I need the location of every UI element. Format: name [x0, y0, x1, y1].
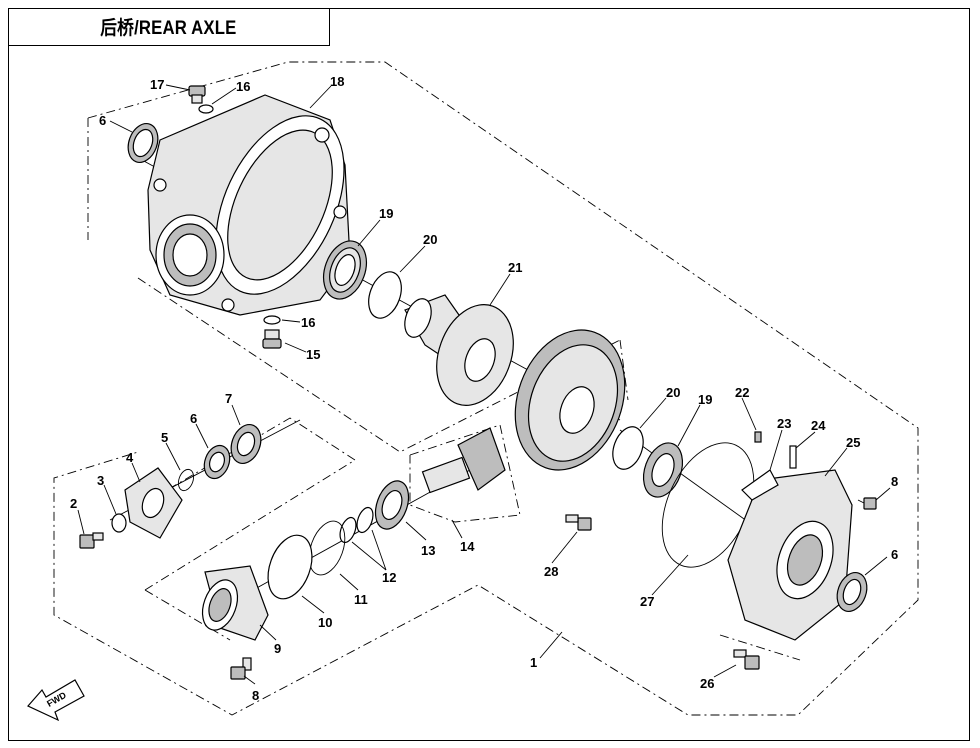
- shim-part-12-a: [356, 506, 374, 534]
- callout-2: 2: [70, 496, 77, 511]
- callout-20-right: 20: [666, 385, 680, 400]
- fwd-arrow-icon: FWD: [27, 679, 85, 722]
- washer-part-16-bottom: [263, 315, 281, 325]
- bearing-part-19-top: [322, 240, 368, 300]
- bracket-part-23: [741, 469, 779, 501]
- callout-12: 12: [382, 570, 396, 585]
- callout-21: 21: [508, 260, 522, 275]
- oil-seal-part-6-top: [127, 123, 159, 163]
- pin-part-22: [754, 431, 762, 443]
- callout-14: 14: [460, 539, 475, 554]
- callout-5: 5: [161, 430, 168, 445]
- fill-plug-part-15: [262, 329, 282, 349]
- callout-27: 27: [640, 594, 654, 609]
- washer-part-3: [111, 513, 127, 533]
- leader-lines: [77, 84, 891, 685]
- callout-6-right: 6: [891, 547, 898, 562]
- callout-28: 28: [544, 564, 558, 579]
- bolt-part-8-bottom: [230, 657, 252, 680]
- page-title: 后桥/REAR AXLE: [100, 18, 237, 39]
- washer-part-16-top: [198, 104, 214, 114]
- callout-15: 15: [306, 347, 320, 362]
- gasket-part-10: [267, 534, 313, 600]
- callout-26: 26: [700, 676, 714, 691]
- cover-part-25: [727, 469, 853, 641]
- callout-22: 22: [735, 385, 749, 400]
- callout-3: 3: [97, 473, 104, 488]
- callout-7: 7: [225, 391, 232, 406]
- oil-seal-part-6-right: [836, 572, 868, 612]
- callout-25: 25: [846, 435, 860, 450]
- shim-ring-part-20-right: [612, 426, 644, 470]
- drain-plug-part-17: [188, 85, 206, 104]
- callout-6-left: 6: [190, 411, 197, 426]
- bearing-part-7: [230, 424, 262, 464]
- bolt-part-26: [733, 649, 760, 670]
- shim-part-12-b: [339, 516, 357, 544]
- title-box: 后桥/REAR AXLE: [8, 8, 330, 46]
- bearing-part-19-right: [642, 442, 684, 498]
- callout-10: 10: [318, 615, 332, 630]
- callout-9: 9: [274, 641, 281, 656]
- callout-19-right: 19: [698, 392, 712, 407]
- callout-labels: 17 16 18 6 19 20 21 16 15 7 6 5 4 3 2 20…: [70, 74, 898, 703]
- callout-23: 23: [777, 416, 791, 431]
- callout-16-top: 16: [236, 79, 250, 94]
- housing-part-18: [147, 94, 351, 316]
- callout-8-right: 8: [891, 474, 898, 489]
- callout-17: 17: [150, 77, 164, 92]
- o-ring-part-5: [177, 468, 195, 492]
- callout-16-bottom: 16: [301, 315, 315, 330]
- bearing-part-13: [374, 480, 410, 530]
- oil-seal-part-6-left: [203, 444, 231, 480]
- bolt-part-8-right: [857, 497, 877, 510]
- bolt-part-28: [565, 514, 592, 531]
- o-ring-part-11: [308, 520, 346, 576]
- shim-ring-part-20-top: [368, 271, 402, 319]
- ring-gear: [514, 329, 626, 471]
- callout-6-top: 6: [99, 113, 106, 128]
- callout-11: 11: [354, 592, 368, 607]
- bolt-part-2: [79, 532, 104, 549]
- callout-19-top: 19: [379, 206, 393, 221]
- drawing-frame: [8, 8, 970, 741]
- callout-4: 4: [126, 450, 134, 465]
- pinion-housing-part-9: [201, 565, 269, 641]
- pin-part-24: [789, 445, 797, 469]
- pinion-gear-part-14: [421, 427, 506, 494]
- callout-20-top: 20: [423, 232, 437, 247]
- flange-part-4: [124, 467, 183, 539]
- callout-13: 13: [421, 543, 435, 558]
- callout-8-bottom: 8: [252, 688, 259, 703]
- callout-1: 1: [530, 655, 537, 670]
- callout-24: 24: [811, 418, 826, 433]
- callout-18: 18: [330, 74, 344, 89]
- differential-flange-part-21: [404, 294, 514, 406]
